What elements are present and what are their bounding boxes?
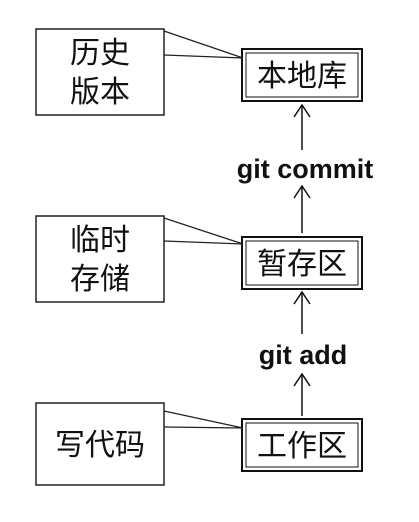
- stage-staging: 暂存区: [241, 236, 363, 290]
- note-history-line1: 历史: [70, 36, 130, 71]
- arrow-workspace-to-staging-upper: [293, 290, 311, 334]
- stage-workspace: 工作区: [241, 418, 363, 472]
- command-git-add: git add: [259, 340, 348, 370]
- callout-temp: [163, 217, 244, 245]
- note-temp-line1: 临时: [70, 223, 130, 258]
- command-git-commit: git commit: [237, 154, 374, 184]
- note-write-code-label: 写代码: [55, 428, 145, 463]
- stage-staging-label: 暂存区: [257, 247, 347, 282]
- note-temp-line2: 存储: [70, 262, 130, 297]
- note-temp-storage: 临时 存储: [35, 215, 165, 303]
- callout-history: [163, 30, 244, 59]
- arrow-staging-to-repo-upper: [293, 103, 311, 150]
- arrow-staging-to-repo-lower: [293, 184, 311, 233]
- stage-local-repo-label: 本地库: [257, 59, 347, 94]
- note-history-version: 历史 版本: [35, 28, 165, 116]
- arrow-workspace-to-staging-lower: [293, 372, 311, 416]
- note-history-line2: 版本: [70, 75, 130, 110]
- note-write-code: 写代码: [35, 402, 165, 486]
- stage-workspace-label: 工作区: [257, 429, 347, 464]
- callout-write-code: [163, 410, 244, 429]
- stage-local-repo: 本地库: [241, 48, 363, 102]
